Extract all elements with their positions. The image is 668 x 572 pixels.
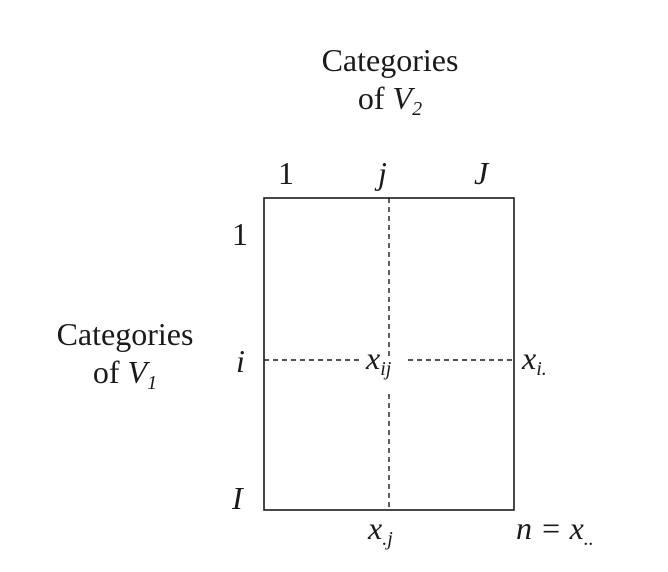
column-variable-subscript: 2 xyxy=(412,98,423,120)
column-variable-symbol: V xyxy=(392,80,413,116)
grand-total-subscript: .. xyxy=(583,528,594,550)
column-title-line2: of V2 xyxy=(290,82,490,119)
grand-total-prefix: n = xyxy=(516,510,570,546)
column-title-prefix: of xyxy=(357,80,393,116)
row-variable-symbol: V xyxy=(127,354,148,390)
column-margin-subscript: .j xyxy=(382,528,393,550)
row-margin-xi: xi. xyxy=(522,342,547,379)
cell-base-symbol: x xyxy=(366,340,381,376)
cell-subscript: ij xyxy=(380,358,392,380)
row-variable-title: Categories of V1 xyxy=(30,318,220,393)
column-variable-title: Categories of V2 xyxy=(290,44,490,119)
row-margin-subscript: i. xyxy=(536,358,547,380)
column-label-j: j xyxy=(378,155,387,191)
row-label-last: I xyxy=(232,480,243,516)
column-margin-xj: x.j xyxy=(368,512,393,549)
row-title-line2: of V1 xyxy=(30,356,220,393)
cell-value-xij: xij xyxy=(366,342,391,379)
column-margin-base-symbol: x xyxy=(368,510,383,546)
grand-total: n = x.. xyxy=(516,512,594,549)
column-title-line1: Categories xyxy=(321,42,459,78)
row-margin-base-symbol: x xyxy=(522,340,537,376)
row-label-first: 1 xyxy=(232,216,248,252)
column-label-last: J xyxy=(474,155,489,191)
row-variable-subscript: 1 xyxy=(147,372,158,394)
row-title-line1: Categories xyxy=(56,316,194,352)
row-title-prefix: of xyxy=(92,354,128,390)
row-label-i: i xyxy=(236,343,245,379)
grand-total-base-symbol: x xyxy=(569,510,584,546)
column-label-first: 1 xyxy=(278,155,294,191)
